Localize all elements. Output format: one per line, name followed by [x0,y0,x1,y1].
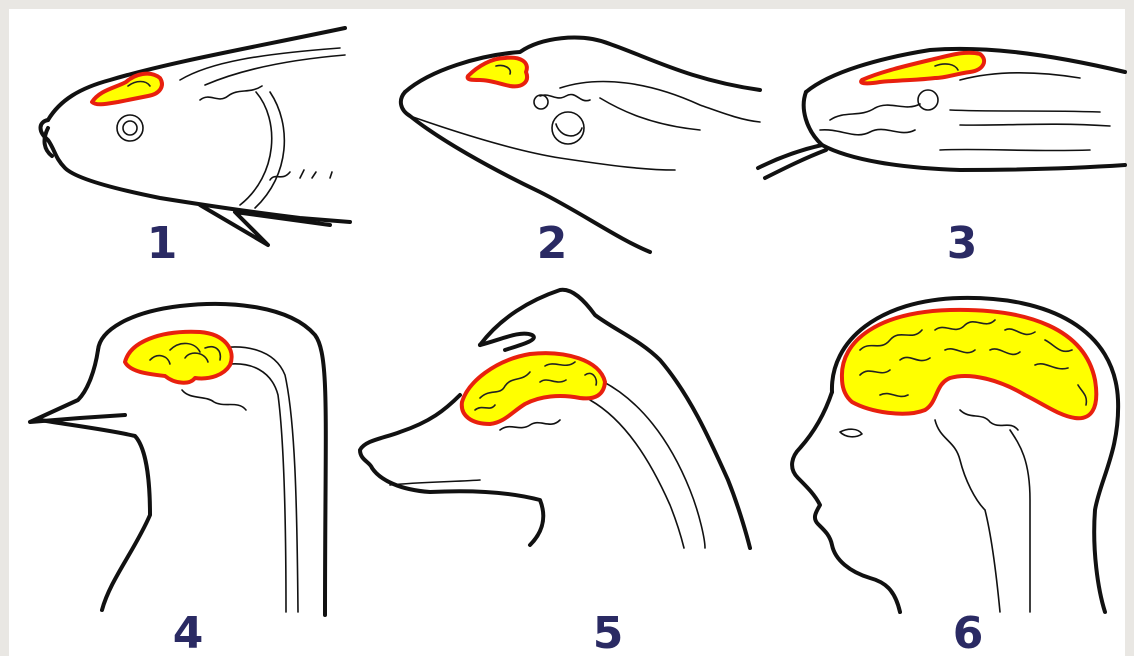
amphibian-eye [534,95,584,144]
panel-human: 6 [792,298,1118,656]
panel-label-6: 6 [953,608,984,656]
panel-reptile: 3 [758,49,1125,269]
panel-label-4: 4 [173,608,204,656]
bird-brain [125,332,232,383]
mammal-brain [462,353,605,424]
panel-label-2: 2 [537,218,568,269]
panel-mammal: 5 [360,290,750,656]
panel-amphibian: 2 [401,38,760,269]
panel-label-5: 5 [593,608,624,656]
reptile-eye [918,90,938,110]
panel-label-3: 3 [947,218,978,269]
mammal-head-outline [360,290,750,548]
panel-bird: 4 [30,304,326,656]
fish-brain [92,74,162,105]
human-brain [842,310,1096,418]
fish-eye [117,115,143,141]
amphibian-head-outline [401,38,760,252]
amphibian-brain [468,58,527,87]
panel-label-1: 1 [147,218,178,269]
panel-fish: 1 [41,28,351,269]
fish-head-outline [41,28,351,245]
